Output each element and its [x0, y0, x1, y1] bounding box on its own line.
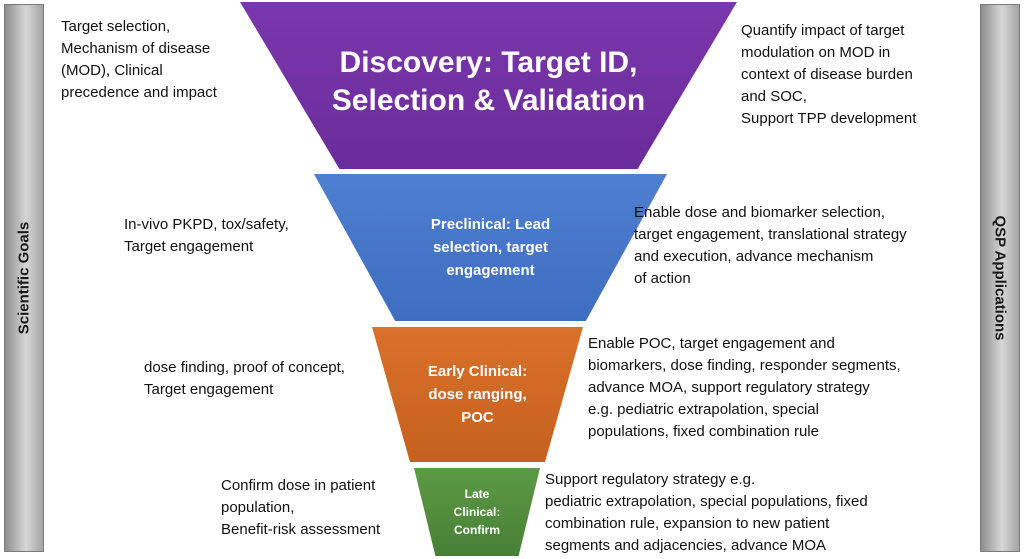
early-clinical-scientific-goals: dose finding, proof of concept, Target e…	[144, 359, 345, 398]
early-clinical-qsp-applications: Enable POC, target engagement and biomar…	[588, 335, 901, 440]
funnel-stage-preclinical: Preclinical: Lead selection, target enga…	[314, 174, 667, 321]
funnel-stage-late-clinical: Late Clinical: Confirm	[414, 468, 540, 556]
funnel-stage-discovery-label: Discovery: Target ID, Selection & Valida…	[331, 45, 646, 117]
funnel-stage-preclinical-label: Preclinical: Lead selection, target enga…	[430, 216, 551, 279]
funnel-stage-discovery: Discovery: Target ID, Selection & Valida…	[240, 2, 737, 169]
scientific-goals-bar: Scientific Goals	[4, 4, 44, 552]
scientific-goals-label: Scientific Goals	[15, 221, 33, 335]
funnel-stage-early-clinical-label: Early Clinical: dose ranging, POC	[427, 363, 528, 426]
preclinical-scientific-goals: In-vivo PKPD, tox/safety, Target engagem…	[124, 216, 289, 255]
discovery-scientific-goals: Target selection, Mechanism of disease (…	[61, 18, 217, 101]
qsp-applications-label: QSP Applications	[991, 215, 1009, 341]
discovery-qsp-applications: Quantify impact of target modulation on …	[741, 22, 917, 127]
funnel-stage-late-clinical-label: Late Clinical: Confirm	[453, 487, 501, 537]
qsp-applications-bar: QSP Applications	[980, 4, 1020, 552]
funnel-stage-early-clinical: Early Clinical: dose ranging, POC	[372, 327, 583, 462]
late-clinical-scientific-goals: Confirm dose in patient population, Bene…	[221, 477, 381, 538]
preclinical-qsp-applications: Enable dose and biomarker selection, tar…	[634, 204, 907, 287]
late-clinical-qsp-applications: Support regulatory strategy e.g. pediatr…	[545, 471, 868, 554]
